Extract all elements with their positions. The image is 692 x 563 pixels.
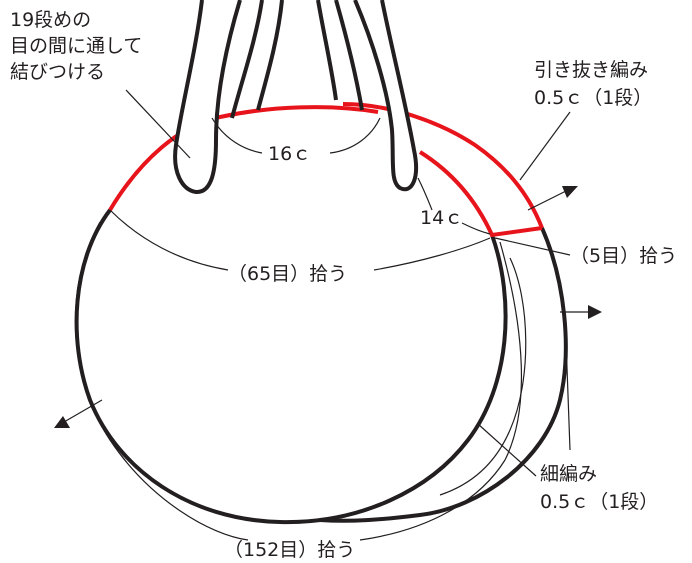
arc-14c-lower (461, 222, 491, 235)
arc-152 (74, 221, 249, 541)
label-pickup-152: （152目）拾う (224, 539, 355, 561)
leader-handle-attach (125, 89, 191, 159)
handle-right-inner-2 (316, 0, 338, 101)
main-body-top-edge (108, 105, 379, 212)
arrow-icon (560, 305, 602, 319)
arc-65-right (373, 237, 491, 271)
back-body-outline (319, 227, 568, 523)
leader-5-pickup (494, 237, 571, 256)
gusset-inner-line (439, 257, 527, 496)
label-single-crochet-1: 細編み (540, 463, 597, 485)
label-pickup-5: （5目）拾う (570, 245, 677, 267)
label-slip-stitch-1: 引き抜き編み (534, 59, 648, 81)
arrow-icon (527, 186, 578, 211)
label-slip-stitch-2: 0.5ｃ（1段） (534, 87, 652, 109)
back-top-edge (342, 102, 544, 229)
arc-16c-right (329, 117, 381, 154)
label-pickup-65: （65目）拾う (228, 263, 347, 285)
handle-right (353, 0, 419, 192)
handle-right-inner (334, 0, 364, 111)
leader-slip-stitch (519, 111, 571, 181)
label-handle-attach-1: 19段めの (10, 9, 91, 31)
arc-16c (211, 117, 263, 154)
label-handle-gap: 16ｃ (268, 143, 311, 165)
label-single-crochet-2: 0.5ｃ（1段） (540, 491, 658, 513)
arc-152-right (359, 241, 523, 541)
leader-single-crochet (477, 423, 537, 477)
leader-back-edge (565, 339, 571, 451)
main-body-outline (74, 208, 508, 525)
label-handle-attach-3: 結びつける (10, 61, 105, 83)
handle-left-inner (230, 0, 264, 119)
handle-left-inner-2 (256, 0, 284, 111)
label-gusset-top: 14ｃ (420, 207, 463, 229)
handle-left (173, 0, 242, 194)
arrow-icon (54, 399, 103, 428)
label-handle-attach-2: 目の間に通して (10, 35, 142, 57)
gusset-outline (418, 150, 543, 238)
guide-lines (74, 89, 571, 541)
arc-14c (417, 177, 433, 211)
arc-65-left (109, 209, 229, 271)
